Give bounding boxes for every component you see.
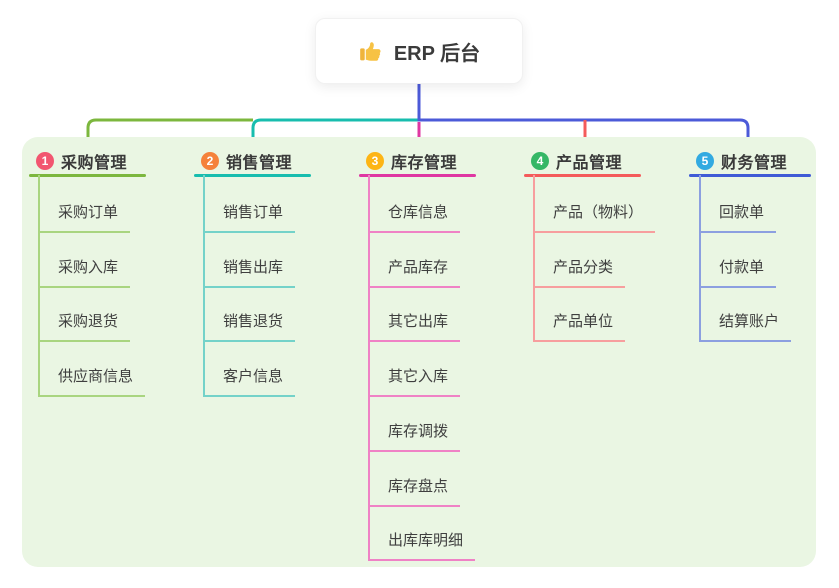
branch-node-purchase[interactable]: 1 采购管理 xyxy=(36,149,127,173)
child-node[interactable]: 仓库信息 xyxy=(368,202,461,233)
child-node[interactable]: 产品库存 xyxy=(368,257,461,288)
branch-label: 库存管理 xyxy=(391,155,458,172)
branch-underline xyxy=(359,174,476,177)
child-node[interactable]: 回款单 xyxy=(699,202,777,233)
root-node[interactable]: ERP 后台 xyxy=(315,18,523,84)
branch-number-badge: 5 xyxy=(696,152,714,170)
branch-label: 采购管理 xyxy=(61,155,128,172)
branches-panel xyxy=(22,137,816,567)
branch-number-badge: 2 xyxy=(201,152,219,170)
root-label: ERP 后台 xyxy=(393,42,481,65)
child-node[interactable]: 采购订单 xyxy=(38,202,131,233)
child-node[interactable]: 付款单 xyxy=(699,257,777,288)
branch-children-line xyxy=(699,175,701,342)
branch-number-badge: 3 xyxy=(366,152,384,170)
branch-node-inventory[interactable]: 3 库存管理 xyxy=(366,149,457,173)
child-node[interactable]: 产品（物料） xyxy=(533,202,656,233)
branch-children-line xyxy=(368,175,370,561)
branch-label: 销售管理 xyxy=(226,155,293,172)
branch-label: 财务管理 xyxy=(721,155,788,172)
branch-underline xyxy=(194,174,311,177)
child-node[interactable]: 其它出库 xyxy=(368,311,461,342)
branch-number-badge: 1 xyxy=(36,152,54,170)
child-node[interactable]: 供应商信息 xyxy=(38,366,146,397)
child-node[interactable]: 库存盘点 xyxy=(368,476,461,507)
child-node[interactable]: 销售出库 xyxy=(203,257,296,288)
child-node[interactable]: 采购退货 xyxy=(38,311,131,342)
child-node[interactable]: 出库库明细 xyxy=(368,530,476,561)
child-node[interactable]: 销售订单 xyxy=(203,202,296,233)
child-node[interactable]: 库存调拨 xyxy=(368,421,461,452)
branch-node-product[interactable]: 4 产品管理 xyxy=(531,149,622,173)
branch-children-line xyxy=(533,175,535,342)
child-node[interactable]: 销售退货 xyxy=(203,311,296,342)
branch-underline xyxy=(689,174,811,177)
branch-underline xyxy=(524,174,641,177)
child-node[interactable]: 其它入库 xyxy=(368,366,461,397)
branch-underline xyxy=(29,174,146,177)
thumbs-up-icon xyxy=(358,38,384,64)
branch-node-finance[interactable]: 5 财务管理 xyxy=(696,149,787,173)
child-node[interactable]: 客户信息 xyxy=(203,366,296,397)
branch-node-sales[interactable]: 2 销售管理 xyxy=(201,149,292,173)
branch-label: 产品管理 xyxy=(556,155,623,172)
child-node[interactable]: 采购入库 xyxy=(38,257,131,288)
child-node[interactable]: 产品分类 xyxy=(533,257,626,288)
branch-number-badge: 4 xyxy=(531,152,549,170)
child-node[interactable]: 产品单位 xyxy=(533,311,626,342)
child-node[interactable]: 结算账户 xyxy=(699,311,792,342)
